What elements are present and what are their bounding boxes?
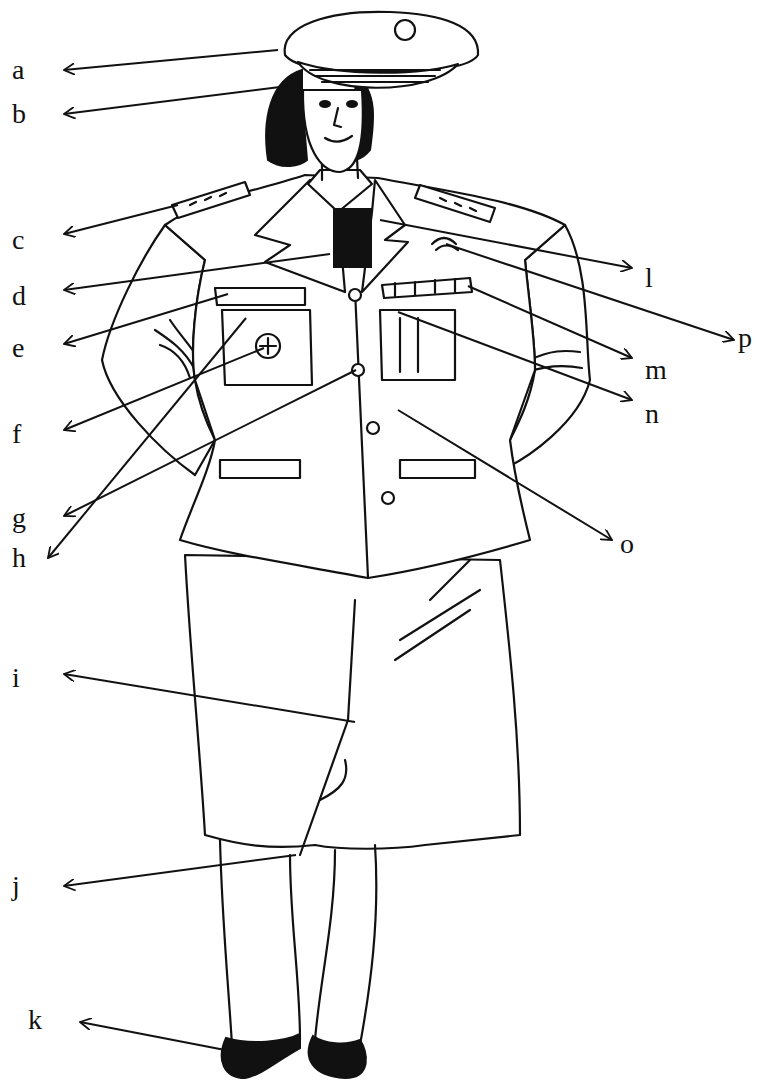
callout-letter: l xyxy=(645,264,653,292)
callout-letter: d xyxy=(12,282,26,310)
callout-letter: m xyxy=(645,356,667,384)
callout-letter: e xyxy=(12,334,24,362)
callout-letter: o xyxy=(620,530,634,558)
callout-letter: g xyxy=(12,504,26,532)
callout-letter: k xyxy=(28,1006,42,1034)
callout-letter: i xyxy=(12,664,20,692)
callout-letter: b xyxy=(12,100,26,128)
callout-letter: a xyxy=(12,56,24,84)
callout-letter: c xyxy=(12,226,24,254)
callout-letter: p xyxy=(738,324,752,352)
callout-letter: h xyxy=(12,544,26,572)
callout-letter: f xyxy=(12,420,21,448)
callout-letter: j xyxy=(12,872,20,900)
callout-letter: n xyxy=(645,400,659,428)
